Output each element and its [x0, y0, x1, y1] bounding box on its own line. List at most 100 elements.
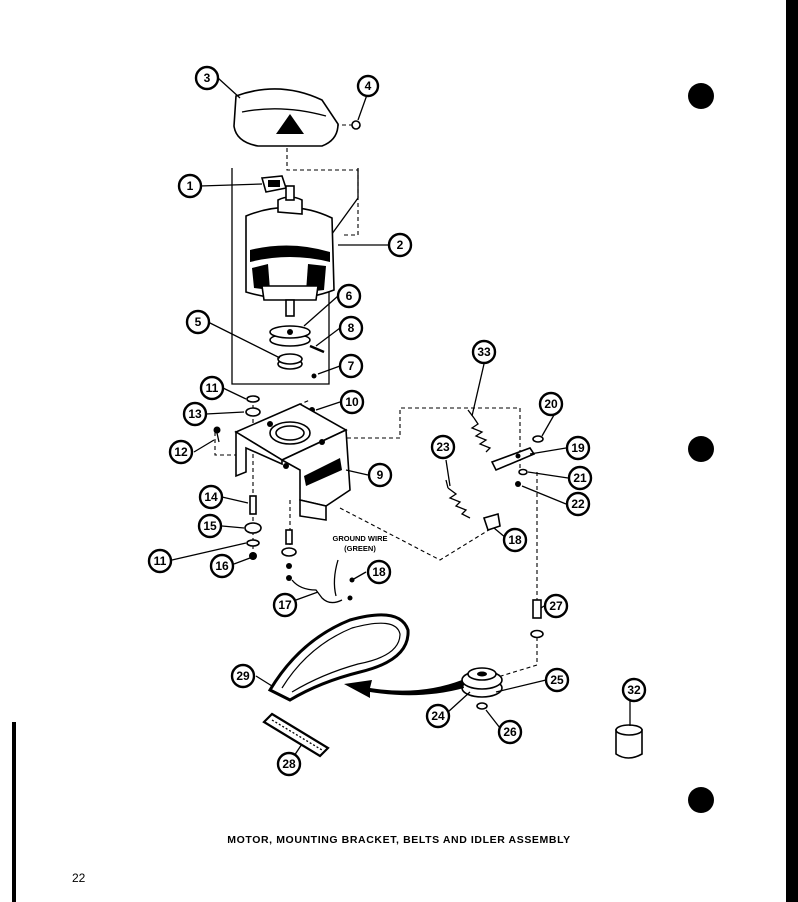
coupling-part-32 — [615, 724, 643, 759]
binder-hole-middle — [688, 436, 714, 462]
svg-text:2: 2 — [397, 238, 404, 252]
callout-18: 18 — [366, 559, 392, 585]
callout-29: 28 — [276, 751, 302, 777]
ground-wire — [291, 559, 355, 604]
washer-part-22 — [518, 468, 528, 476]
callout-15: 15 — [197, 513, 223, 539]
svg-text:18: 18 — [508, 533, 522, 547]
callout-23: 22 — [565, 491, 591, 517]
svg-text:33: 33 — [477, 345, 491, 359]
motor — [245, 185, 335, 317]
callout-6: 6 — [336, 283, 362, 309]
direction-arrow — [344, 680, 464, 698]
svg-text:16: 16 — [215, 559, 229, 573]
svg-text:23: 23 — [436, 440, 450, 454]
drive-belt — [267, 613, 410, 702]
callout-9: 9 — [367, 462, 393, 488]
washer-part-27 — [476, 702, 488, 710]
motor-pulley — [269, 325, 311, 347]
svg-text:18: 18 — [372, 565, 386, 579]
svg-text:11: 11 — [154, 554, 167, 568]
svg-text:15: 15 — [203, 519, 217, 533]
screw-part-23 — [515, 481, 521, 487]
callout-4: 4 — [356, 74, 380, 98]
callout-3: 3 — [194, 65, 220, 91]
ground-wire-label-line1: GROUND WIRE — [333, 534, 388, 543]
svg-text:27: 27 — [549, 599, 563, 613]
svg-text:25: 25 — [550, 673, 564, 687]
callout-1: 1 — [177, 173, 203, 199]
svg-text:4: 4 — [365, 79, 372, 93]
svg-text:11: 11 — [206, 381, 219, 395]
svg-text:24: 24 — [431, 709, 445, 723]
svg-text:19: 19 — [571, 441, 585, 455]
callout-26: 25 — [544, 667, 570, 693]
svg-text:21: 21 — [573, 471, 587, 485]
binder-hole-bottom — [688, 787, 714, 813]
ground-wire-label-line2: (GREEN) — [344, 544, 376, 553]
assembly-guide-lines — [214, 124, 538, 681]
idler-rod — [445, 479, 471, 519]
key-part-8 — [309, 344, 325, 354]
callout-16: 16 — [209, 553, 235, 579]
callout-12: 12 — [168, 439, 194, 465]
binder-hole-top — [688, 83, 714, 109]
svg-text:22: 22 — [571, 497, 585, 511]
callout-22: 21 — [567, 465, 593, 491]
idler-shaft — [532, 599, 542, 619]
binder-edge — [12, 0, 798, 902]
page-number: 22 — [72, 871, 86, 885]
svg-text:1: 1 — [187, 179, 194, 193]
svg-text:12: 12 — [174, 445, 188, 459]
idler-pulley — [461, 667, 503, 698]
small-pulley — [277, 353, 303, 370]
pump-belt — [262, 712, 330, 758]
svg-text:20: 20 — [544, 397, 558, 411]
idler-spring — [467, 409, 492, 453]
callout-14: 13 — [182, 401, 208, 427]
svg-text:17: 17 — [278, 598, 292, 612]
callout-labels: 3 4 1 2 5 6 8 7 11 10 13 12 9 14 15 11 1… — [147, 65, 647, 777]
callout-20: 19 — [565, 435, 591, 461]
callout-11b: 11 — [147, 548, 173, 574]
svg-text:5: 5 — [195, 315, 202, 329]
callout-19: 18 — [502, 527, 528, 553]
svg-text:8: 8 — [348, 321, 355, 335]
svg-text:7: 7 — [348, 359, 355, 373]
set-screw-part-7 — [311, 373, 317, 379]
nut-part-21 — [532, 435, 544, 443]
diagram-caption: MOTOR, MOUNTING BRACKET, BELTS AND IDLER… — [227, 834, 571, 846]
callout-8: 8 — [338, 315, 364, 341]
callout-17: 17 — [272, 592, 298, 618]
svg-text:10: 10 — [345, 395, 359, 409]
callout-25: 24 — [425, 703, 451, 729]
callout-5: 5 — [185, 309, 211, 335]
callout-32: 32 — [621, 677, 647, 703]
svg-text:32: 32 — [627, 683, 641, 697]
svg-text:29: 29 — [236, 669, 250, 683]
callout-30: 29 — [230, 663, 256, 689]
svg-text:13: 13 — [188, 407, 202, 421]
svg-text:14: 14 — [204, 490, 218, 504]
mounting-hardware-left — [244, 395, 297, 581]
screw-part-12 — [213, 426, 221, 443]
motor-cover — [233, 88, 339, 147]
mounting-bracket — [234, 403, 351, 521]
svg-text:9: 9 — [377, 468, 384, 482]
callout-7: 7 — [338, 353, 364, 379]
svg-text:28: 28 — [282, 757, 296, 771]
callout-2: 2 — [387, 232, 413, 258]
callout-21: 20 — [538, 391, 564, 417]
idler-bracket-part-19 — [482, 512, 501, 532]
callout-33: 33 — [471, 339, 497, 365]
motor-group-outline — [231, 168, 359, 385]
callout-13: 14 — [198, 484, 224, 510]
callout-27: 26 — [497, 719, 523, 745]
idler-arm — [490, 447, 536, 472]
motor-switch — [260, 175, 288, 193]
svg-text:26: 26 — [503, 725, 517, 739]
callout-11a: 11 — [199, 375, 225, 401]
callout-10: 10 — [339, 389, 365, 415]
